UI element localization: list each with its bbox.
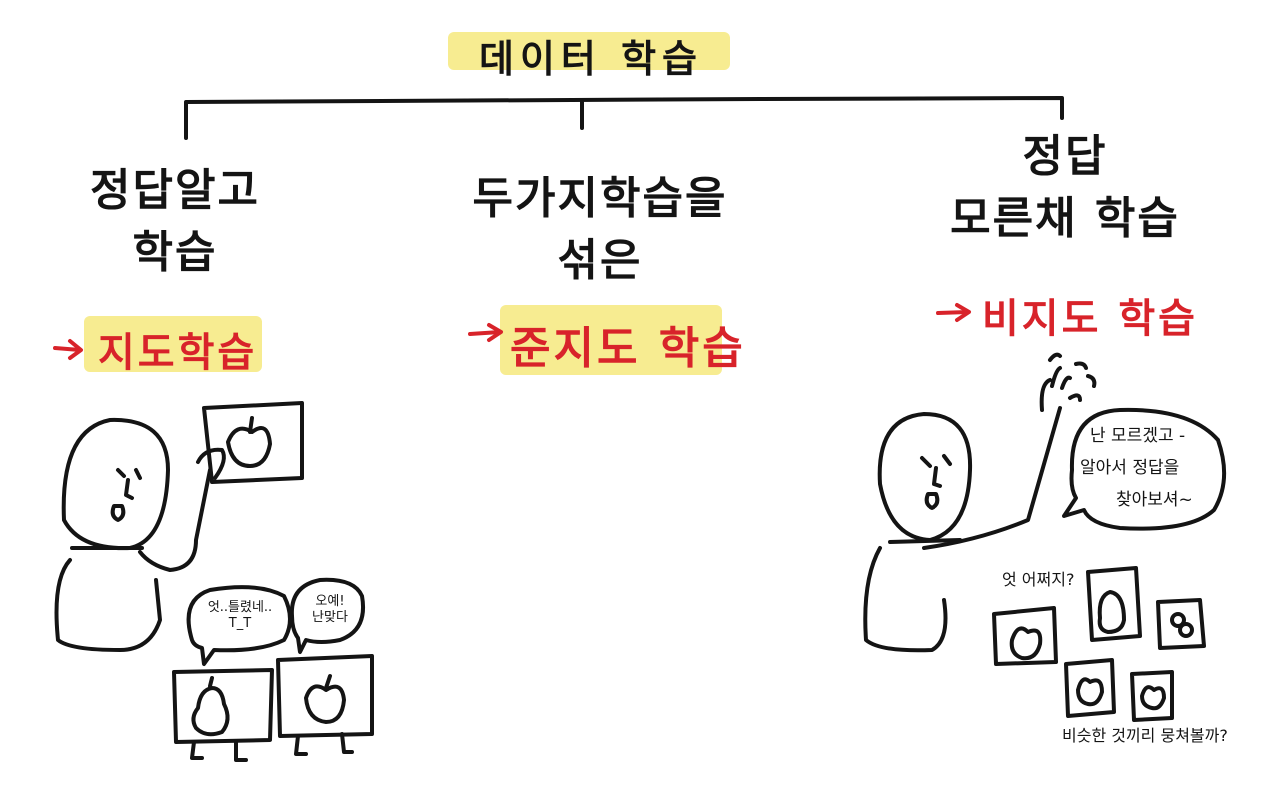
heading-line: 정답 <box>1022 131 1108 182</box>
picture-card-left <box>202 401 304 484</box>
diagram-title: 데이터 학습 <box>478 37 704 81</box>
branch-unsupervised-heading: 정답 모른채 학습 <box>950 126 1180 250</box>
tree-connector <box>184 96 1064 140</box>
heading-line: 두가지학습을 <box>472 173 728 224</box>
bubble-line: 오예! <box>315 594 345 609</box>
person-left <box>54 417 226 652</box>
branch-supervised-heading: 정답알고 학습 <box>60 160 290 284</box>
bubble-line: 엇..틀렸네.. <box>207 600 273 615</box>
heading-line: 섞은 <box>557 235 643 286</box>
person-right <box>863 352 1097 653</box>
monitor-pear <box>172 668 274 762</box>
card-apple-2 <box>1064 658 1116 718</box>
card-flower <box>1156 598 1206 650</box>
term-semisupervised: 준지도 학습 <box>510 323 746 374</box>
speech-line: 찾아보셔~ <box>1116 490 1193 510</box>
arrow-unsupervised <box>936 303 971 322</box>
speech-line: 알아서 정답을 <box>1080 458 1180 478</box>
title-highlight <box>448 32 730 70</box>
arrow-semisupervised <box>468 323 503 342</box>
bubble-left-1-outline <box>186 585 292 666</box>
monitor-apple <box>276 654 374 756</box>
bubble-line: 난맞다 <box>312 610 348 625</box>
speech-line: 난 모르겠고 - <box>1090 426 1186 446</box>
term-supervised: 지도학습 <box>98 330 258 376</box>
semisupervised-highlight <box>500 305 722 375</box>
branch-semisupervised-heading: 두가지학습을 섞은 <box>440 168 760 292</box>
card-pear-1 <box>1086 566 1142 642</box>
heading-line: 모른채 학습 <box>950 193 1180 244</box>
arrow-supervised <box>53 339 83 360</box>
card-apple-1 <box>992 606 1058 666</box>
supervised-highlight <box>84 316 262 372</box>
speech-bubble-right-outline <box>1062 407 1227 531</box>
heading-line: 학습 <box>132 227 218 278</box>
term-unsupervised: 비지도 학습 <box>982 296 1198 342</box>
bubble-line: T_T <box>228 616 252 631</box>
speech-bubble-right: 난 모르겠고 - 알아서 정답을 찾아보셔~ <box>1080 420 1220 516</box>
bubble-left-2: 오예! 난맞다 <box>296 594 364 626</box>
card-apple-3 <box>1130 670 1174 722</box>
bubble-left-1: 엇..틀렸네.. T_T <box>196 600 284 632</box>
heading-line: 정답알고 <box>90 165 260 216</box>
bubble-left-2-outline <box>289 577 365 654</box>
note-cluster-similar: 비슷한 것끼리 뭉쳐볼까? <box>1062 726 1228 745</box>
note-what-now: 엇 어쩌지? <box>1002 570 1075 589</box>
